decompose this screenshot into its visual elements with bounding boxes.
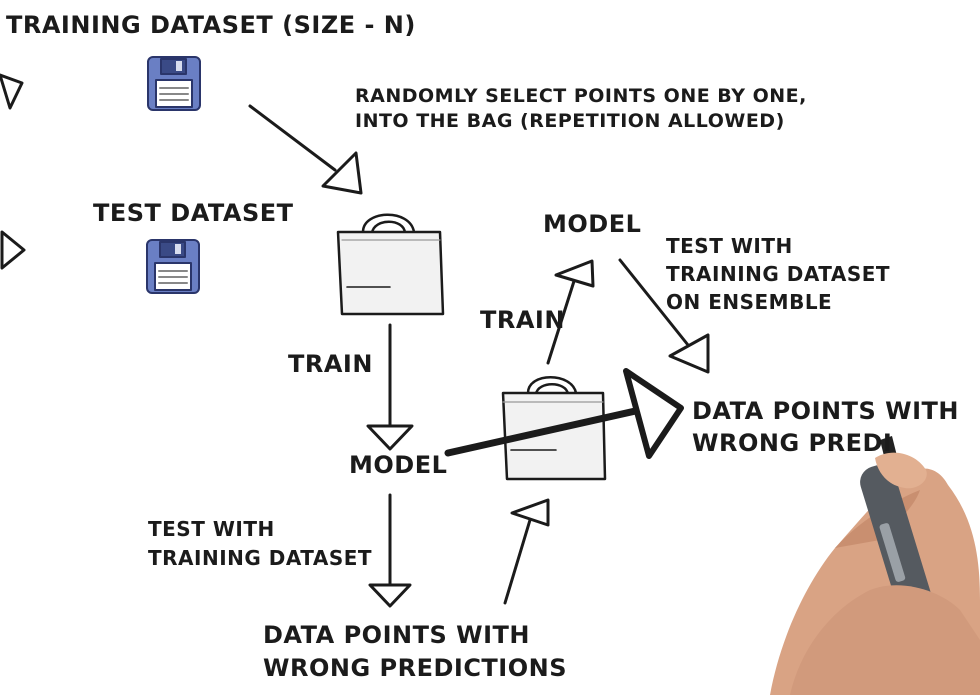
hand-with-marker-icon bbox=[770, 436, 980, 695]
label-test-with-right-1: TEST WITH bbox=[666, 234, 793, 258]
label-test-dataset: TEST DATASET bbox=[93, 199, 294, 227]
arrow-icon-dataset-to-bag bbox=[248, 104, 363, 195]
shopping-bag-icon-1 bbox=[336, 213, 445, 316]
label-wrong-predictions-1: DATA POINTS WITH bbox=[263, 621, 530, 649]
label-test-with-left-2: TRAINING DATASET bbox=[148, 546, 373, 570]
arrow-icon-large bbox=[444, 368, 684, 459]
arrow-icon-test-left bbox=[368, 493, 412, 608]
label-model-left: MODEL bbox=[349, 451, 448, 479]
arrow-icon-train-left bbox=[366, 323, 414, 451]
label-wrong-predi-1: DATA POINTS WITH bbox=[692, 397, 959, 425]
partial-arrow-icon-top bbox=[0, 73, 24, 110]
title-training-dataset: TRAINING DATASET (SIZE - N) bbox=[6, 11, 416, 39]
partial-arrow-icon-mid bbox=[0, 230, 26, 270]
label-train-right: TRAIN bbox=[480, 306, 565, 334]
arrow-icon-test-right bbox=[618, 258, 710, 374]
label-wrong-predi-2: WRONG PREDI bbox=[692, 429, 893, 457]
floppy-disk-icon-training bbox=[147, 56, 201, 111]
arrow-icon-train-right bbox=[546, 259, 595, 365]
arrow-icon-to-bag-2 bbox=[503, 498, 550, 605]
label-test-with-left-1: TEST WITH bbox=[148, 517, 275, 541]
label-train-left: TRAIN bbox=[288, 350, 373, 378]
instruction-line-2: INTO THE BAG (REPETITION ALLOWED) bbox=[355, 110, 785, 132]
label-test-with-right-2: TRAINING DATASET bbox=[666, 262, 891, 286]
shopping-bag-icon-2 bbox=[501, 376, 607, 481]
label-model-right: MODEL bbox=[543, 210, 642, 238]
floppy-disk-icon-test bbox=[146, 239, 200, 294]
label-wrong-predictions-2: WRONG PREDICTIONS bbox=[263, 654, 567, 682]
label-test-with-right-3: ON ENSEMBLE bbox=[666, 290, 833, 314]
instruction-line-1: RANDOMLY SELECT POINTS ONE BY ONE, bbox=[355, 85, 807, 107]
